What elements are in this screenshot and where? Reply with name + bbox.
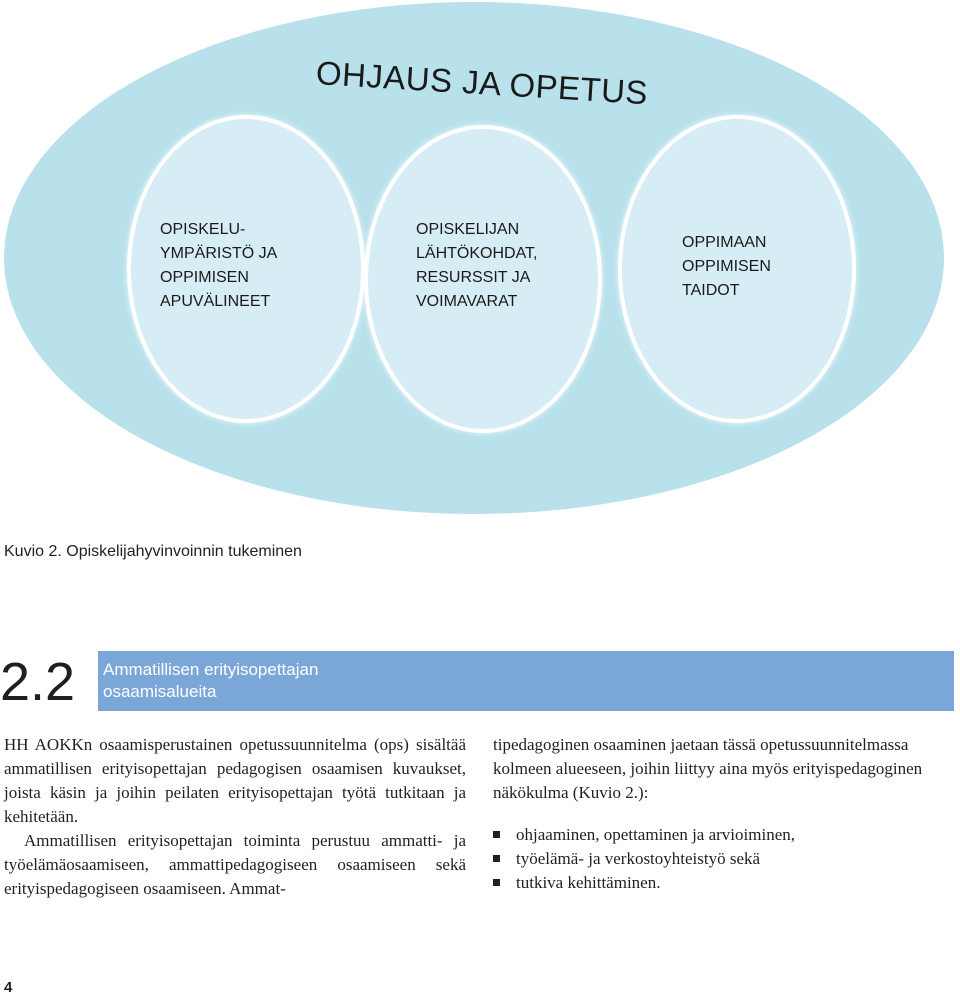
section-banner (98, 651, 954, 711)
section-title: Ammatillisen erityisopettajan osaamisalu… (103, 660, 319, 701)
circle-learning-environment (127, 115, 365, 423)
list-item: tutkiva kehittäminen. (493, 871, 955, 895)
page-number: 4 (4, 979, 13, 996)
figure-caption: Kuvio 2. Opiskelijahyvinvoinnin tukemine… (4, 543, 302, 560)
bullet-list: ohjaaminen, opettaminen ja arvioiminen, … (493, 823, 955, 895)
paragraph: HH AOKKn osaamisperustainen opetussuunni… (4, 735, 466, 826)
circle-student-resources (364, 125, 602, 433)
circle-learning-to-learn (618, 115, 856, 423)
circle-label-1: OPISKELU- YMPÄRISTÖ JA OPPIMISEN APUVÄLI… (160, 221, 278, 310)
left-column: HH AOKKn osaamisperustainen opetussuunni… (4, 733, 466, 901)
circle-label-3: OPPIMAAN OPPIMISEN TAIDOT (682, 234, 771, 299)
section-number: 2.2 (0, 652, 76, 712)
list-item: työelämä- ja verkostoyhteistyö sekä (493, 847, 955, 871)
list-item: ohjaaminen, opettaminen ja arvioiminen, (493, 823, 955, 847)
right-column: tipedagoginen osaaminen jaetaan tässä op… (493, 733, 955, 895)
circle-label-2: OPISKELIJAN LÄHTÖKOHDAT, RESURSSIT JA VO… (416, 221, 538, 310)
paragraph: tipedagoginen osaaminen jaetaan tässä op… (493, 735, 923, 802)
hyvinvointi-diagram: OHJAUS JA OPETUS OPISKELU- YMPÄRISTÖ JA … (4, 2, 944, 514)
paragraph: Ammatillisen erityisopettajan toiminta p… (4, 831, 466, 898)
